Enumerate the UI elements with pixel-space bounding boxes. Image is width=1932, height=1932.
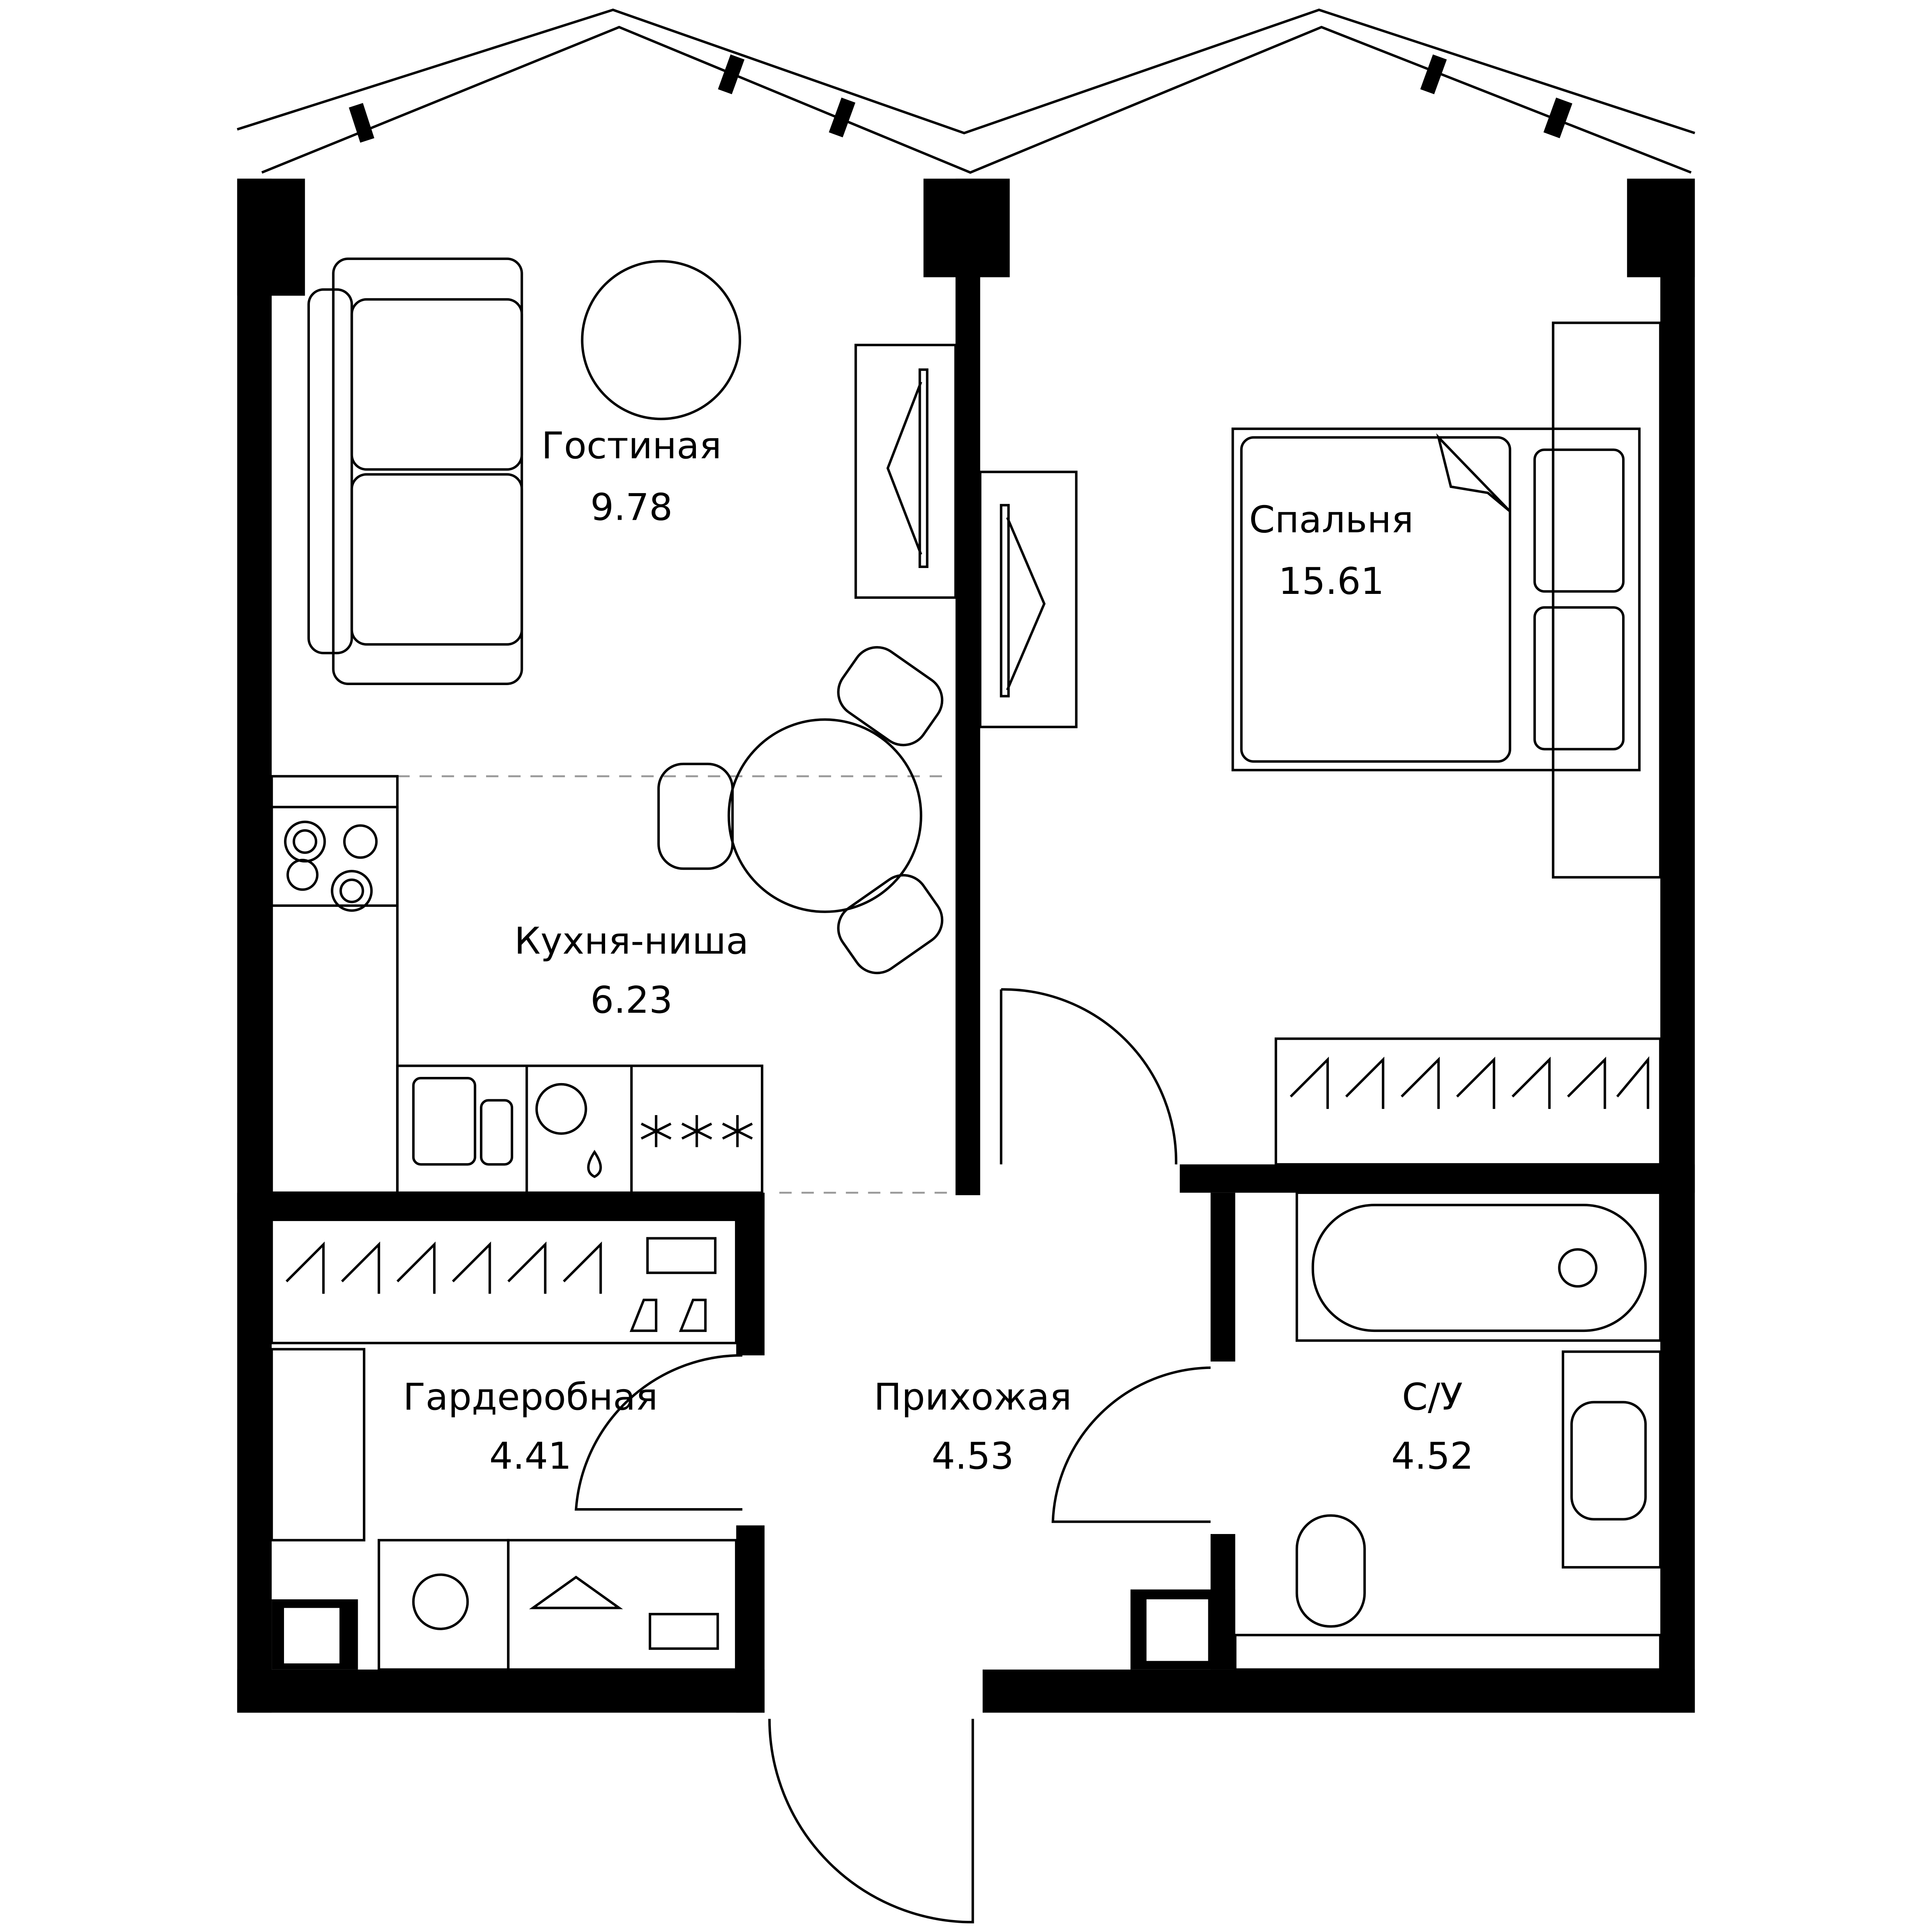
facade-windows <box>236 9 1696 174</box>
room-label-dressing: Гардеробная 4.41 <box>403 1375 658 1478</box>
freezer-symbol <box>641 1115 753 1147</box>
room-name: Гостиная <box>541 424 721 467</box>
room-name: Кухня-ниша <box>514 919 749 963</box>
room-label-bedroom: Спальня 15.61 <box>1249 498 1414 603</box>
room-area: 4.41 <box>489 1434 571 1478</box>
kitchen-cabinets <box>270 775 764 1194</box>
bed <box>1231 321 1662 879</box>
room-name: Гардеробная <box>403 1375 658 1418</box>
room-name: Прихожая <box>874 1375 1071 1418</box>
bathtub <box>1295 1191 1662 1342</box>
room-label-kitchen: Кухня-ниша 6.23 <box>514 919 749 1022</box>
walls <box>237 179 1695 1713</box>
bathroom-door[interactable] <box>1051 1366 1211 1523</box>
wardrobe-living <box>854 344 957 599</box>
toilet <box>1234 1514 1662 1671</box>
dressing-closet <box>270 1218 738 1671</box>
room-area: 9.78 <box>590 486 673 529</box>
wardrobe-bedroom <box>979 471 1078 728</box>
sink <box>1561 1350 1662 1569</box>
room-label-bathroom: С/У 4.52 <box>1391 1375 1473 1478</box>
coffee-table <box>581 260 742 420</box>
room-label-hall: Прихожая 4.53 <box>874 1375 1071 1478</box>
dressing-door[interactable] <box>575 1354 743 1511</box>
room-area: 4.53 <box>932 1434 1014 1478</box>
room-name: С/У <box>1402 1375 1463 1418</box>
bedroom-closet <box>1274 1037 1662 1166</box>
room-area: 15.61 <box>1279 560 1384 603</box>
room-area: 6.23 <box>590 978 673 1022</box>
room-name: Спальня <box>1249 498 1414 541</box>
sofa <box>307 257 523 685</box>
dining-table <box>657 646 944 975</box>
room-area: 4.52 <box>1391 1434 1473 1478</box>
room-label-living: Гостиная 9.78 <box>541 424 721 529</box>
bedroom-door[interactable] <box>1000 988 1177 1165</box>
entrance-door[interactable] <box>768 1719 974 1923</box>
